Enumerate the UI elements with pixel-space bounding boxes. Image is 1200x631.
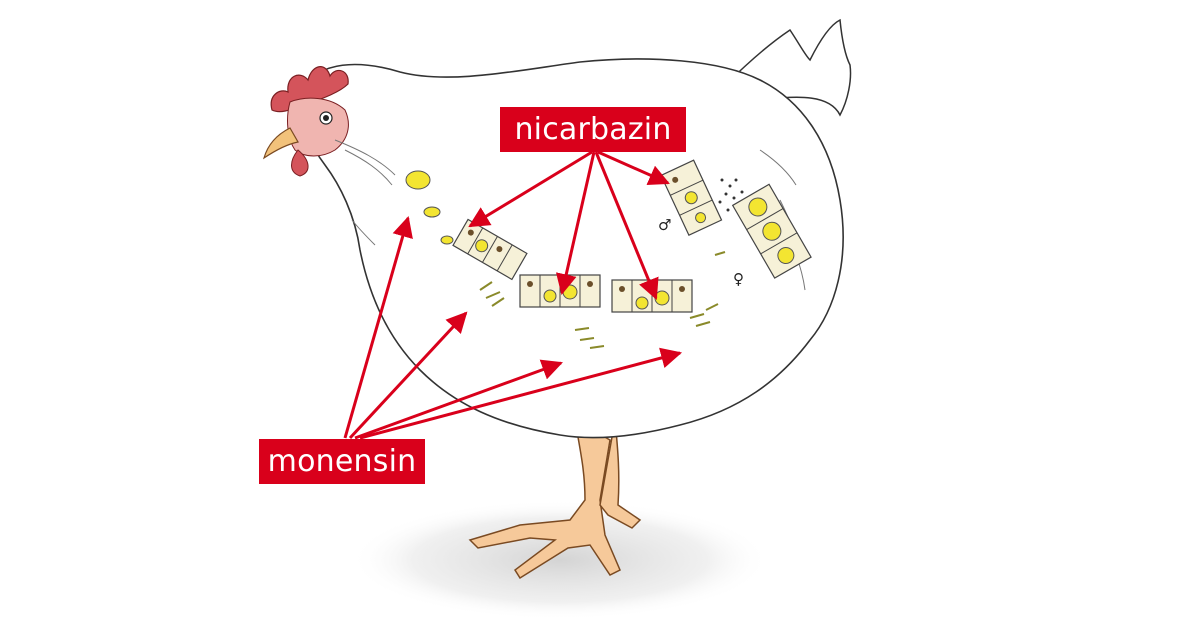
male-symbol-icon: ♂: [658, 216, 672, 234]
parasite-stages: [405, 159, 812, 349]
nicarbazin-arrows: [468, 150, 670, 300]
female-symbol-icon: ♀: [733, 270, 744, 288]
beak: [262, 127, 299, 160]
monensin-arrows: [343, 215, 683, 440]
ground-shadow: [350, 500, 770, 620]
nicarbazin-label: nicarbazin: [500, 107, 686, 152]
monensin-label: monensin: [259, 439, 425, 484]
wattle: [291, 149, 309, 177]
